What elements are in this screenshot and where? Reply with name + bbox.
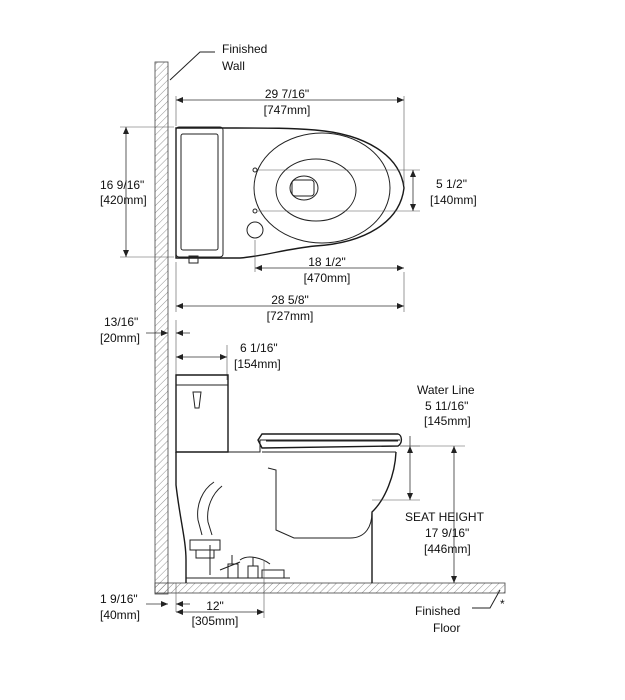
- flush-lever-icon: [192, 391, 202, 409]
- finished-wall-label-line2: Wall: [222, 59, 245, 73]
- dim-overall-length-metric: [747mm]: [264, 103, 311, 117]
- dim-tank-offset: 6 1/16" [154mm]: [176, 341, 281, 380]
- dim-bolt-to-front-imperial: 18 1/2": [308, 255, 346, 269]
- finished-wall: [154, 61, 169, 595]
- dim-tank-offset-metric: [154mm]: [234, 357, 281, 371]
- dim-bowl-width: 5 1/2" [140mm]: [258, 169, 477, 212]
- dim-seat-height: SEAT HEIGHT 17 9/16" [446mm]: [400, 445, 485, 583]
- finished-wall-label-line1: Finished: [222, 42, 267, 56]
- dim-floor-gap: 1 9/16" [40mm]: [100, 583, 190, 622]
- toilet-top-view: [175, 126, 405, 264]
- dim-overall-length: 29 7/16" [747mm]: [175, 87, 405, 185]
- dim-tank-depth-metric: [420mm]: [100, 193, 147, 207]
- dim-tank-offset-imperial: 6 1/16": [240, 341, 278, 355]
- finished-floor-callout: Finished Floor *: [415, 589, 505, 635]
- dim-floor-gap-metric: [40mm]: [100, 608, 140, 622]
- toilet-side-view: [175, 374, 403, 583]
- dim-wall-gap-imperial: 13/16": [104, 315, 138, 329]
- finished-floor: [154, 582, 506, 594]
- finished-wall-callout: Finished Wall: [169, 42, 267, 81]
- dim-tank-depth-imperial: 16 9/16": [100, 178, 144, 192]
- dim-tank-depth: 16 9/16" [420mm]: [100, 126, 174, 258]
- finished-floor-label-line1: Finished: [415, 604, 460, 618]
- water-line-label: Water Line: [417, 383, 475, 397]
- dim-bowl-width-metric: [140mm]: [430, 193, 477, 207]
- dim-base-length: 28 5/8" [727mm]: [175, 262, 405, 323]
- finished-floor-label-line2: Floor: [433, 621, 460, 635]
- dim-wall-gap: 13/16" [20mm]: [100, 315, 190, 375]
- dim-bolt-to-front: 18 1/2" [470mm]: [254, 240, 404, 285]
- dim-bowl-width-imperial: 5 1/2": [436, 177, 467, 191]
- dim-floor-gap-imperial: 1 9/16": [100, 592, 138, 606]
- dim-rough-in-metric: [305mm]: [192, 614, 239, 628]
- seat-height-label: SEAT HEIGHT: [405, 510, 485, 524]
- dim-seat-height-imperial: 17 9/16": [425, 526, 469, 540]
- dim-water-line-imperial: 5 11/16": [425, 399, 468, 413]
- rear-bolt-icon: [252, 167, 258, 173]
- dim-seat-height-metric: [446mm]: [424, 542, 471, 556]
- dim-rough-in: 12" [305mm]: [176, 560, 265, 628]
- floor-asterisk: *: [500, 597, 505, 611]
- dim-base-length-imperial: 28 5/8": [271, 293, 309, 307]
- dim-wall-gap-metric: [20mm]: [100, 331, 140, 345]
- dim-overall-length-imperial: 29 7/16": [265, 87, 309, 101]
- dim-water-line-metric: [145mm]: [424, 414, 471, 428]
- dim-base-length-metric: [727mm]: [267, 309, 314, 323]
- supply-valve-icon: [246, 221, 264, 239]
- dim-water-line: Water Line 5 11/16" [145mm]: [372, 383, 475, 501]
- front-bolt-icon: [252, 208, 258, 214]
- dim-bolt-to-front-metric: [470mm]: [304, 271, 351, 285]
- dim-rough-in-imperial: 12": [206, 599, 224, 613]
